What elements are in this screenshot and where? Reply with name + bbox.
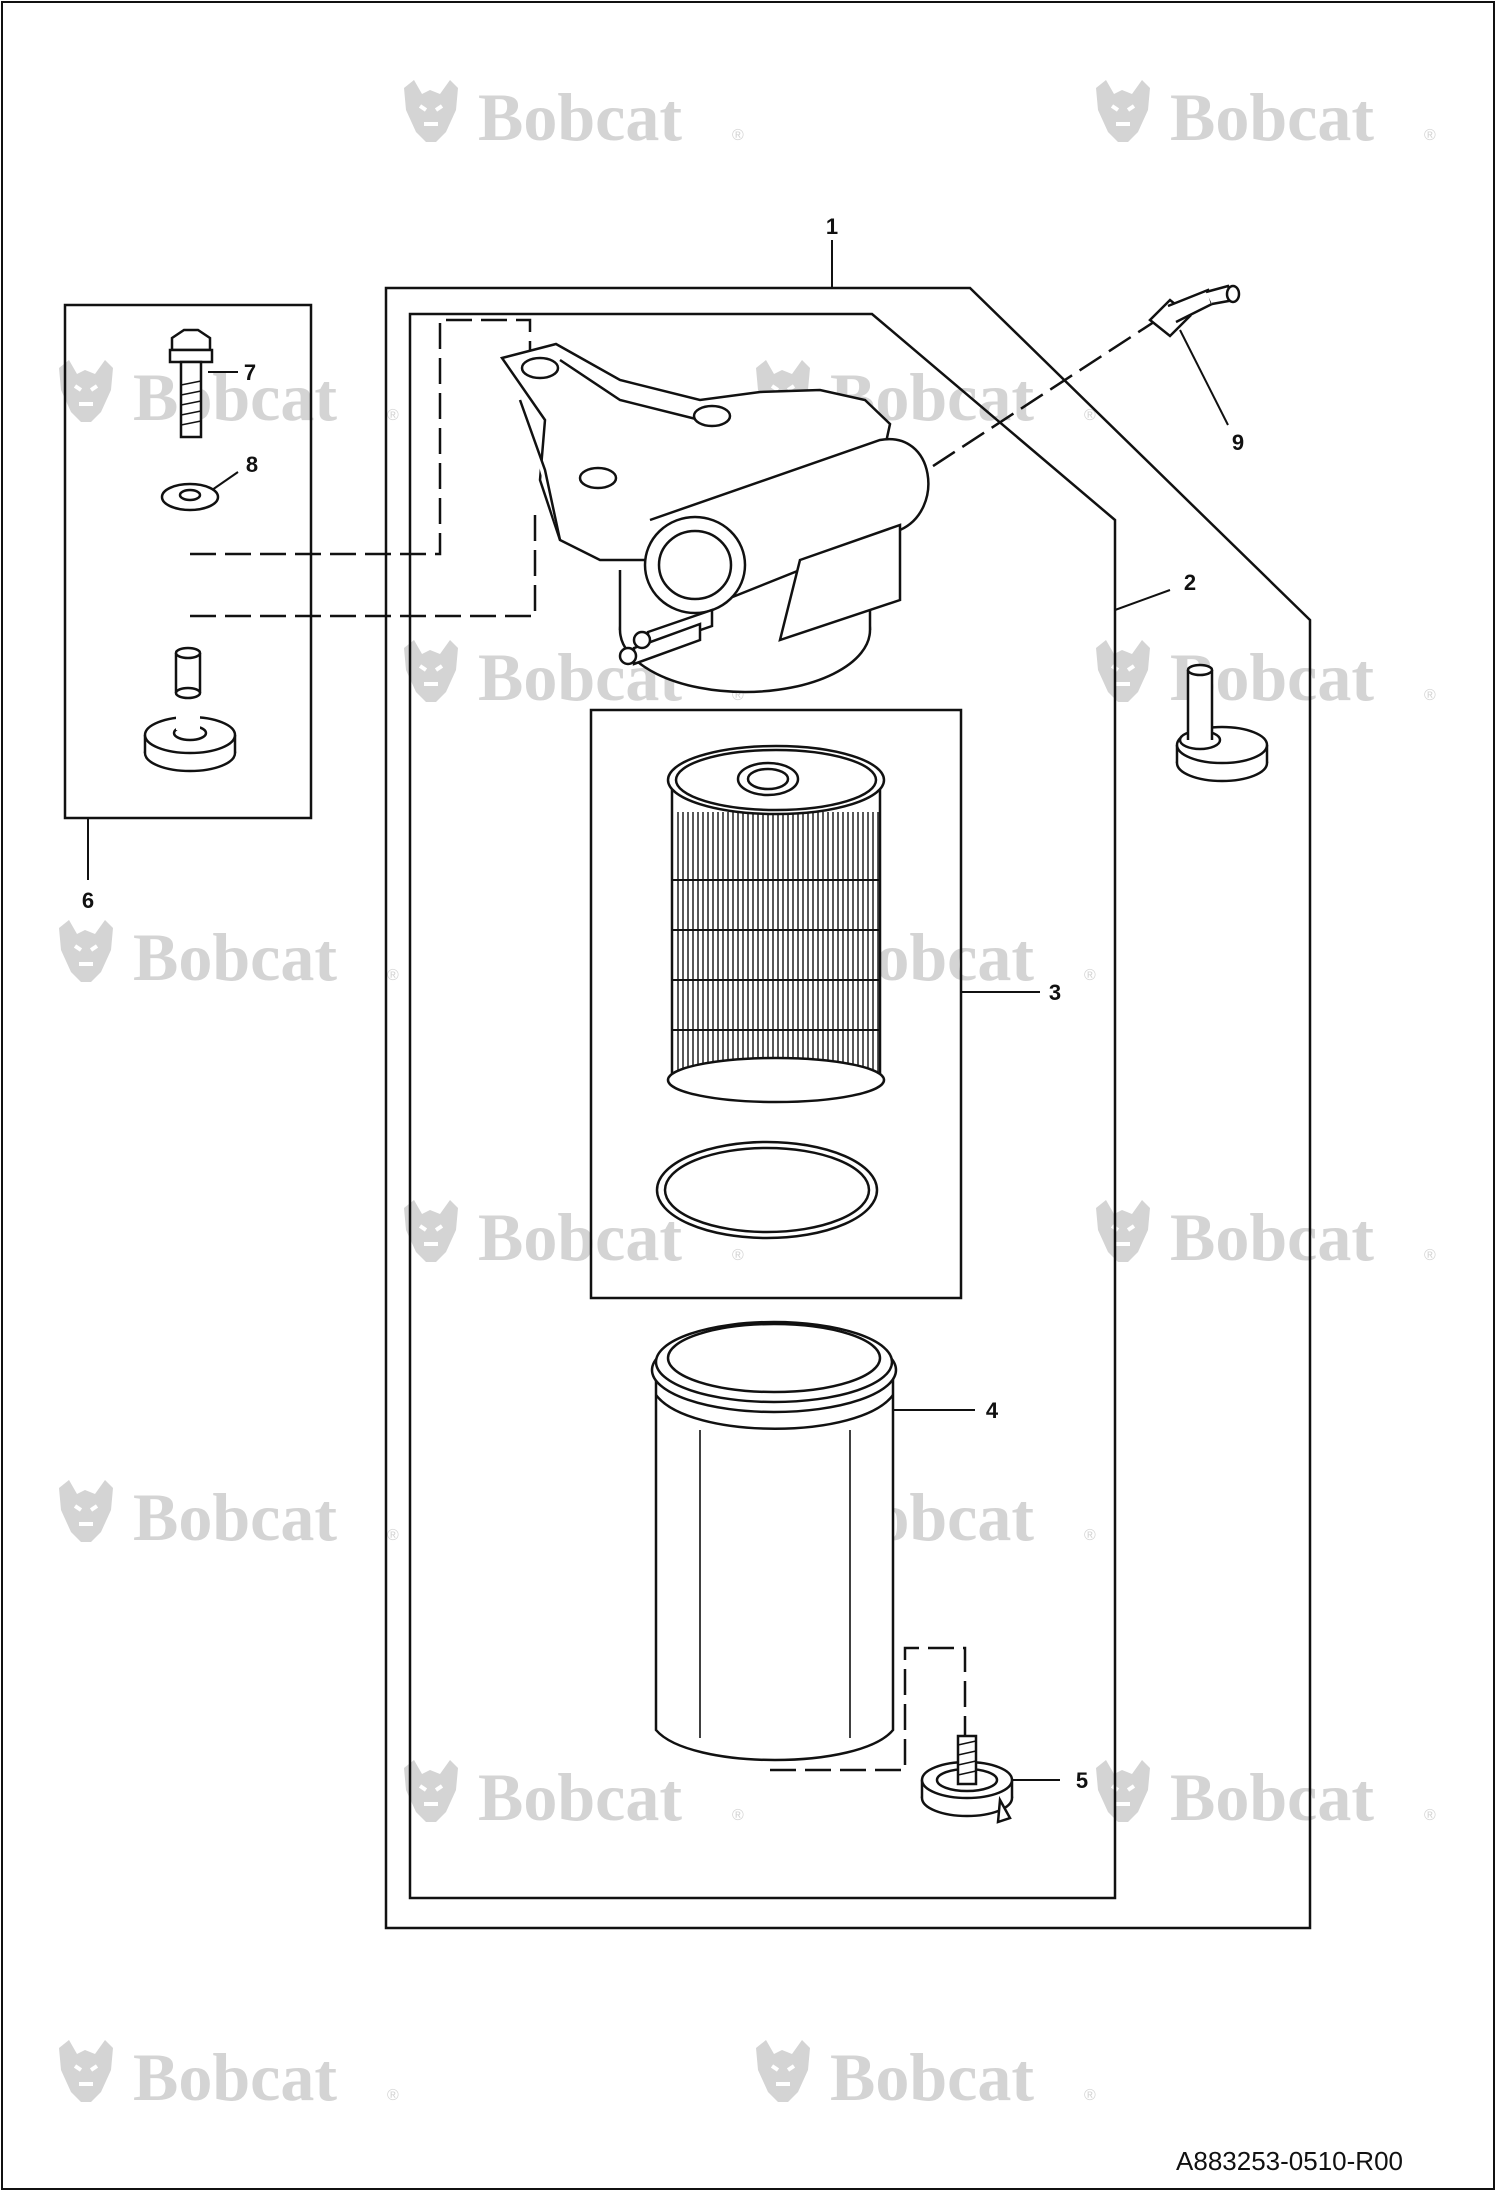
svg-text:®: ®: [1084, 2087, 1096, 2104]
bobcat-watermark: Bobcat®: [1094, 638, 1436, 715]
bobcat-watermark: Bobcat ®: [1094, 78, 1436, 155]
svg-text:Bobcat: Bobcat: [133, 2039, 337, 2115]
bobcat-watermark: Bobcat ®: [57, 918, 399, 995]
filter-element-box-3: [589, 708, 963, 1300]
svg-text:®: ®: [732, 127, 744, 144]
bobcat-watermark: Bobcat ®: [754, 2038, 1096, 2115]
sleeve-kit-2: [1175, 663, 1269, 783]
filter-bowl: [650, 1320, 898, 1762]
callout-7: 7: [244, 360, 256, 385]
callout-6: 6: [82, 888, 94, 913]
callout-1: 1: [826, 214, 838, 239]
svg-text:Bobcat: Bobcat: [478, 1759, 682, 1835]
sensor: [1148, 284, 1241, 338]
svg-text:®: ®: [732, 1807, 744, 1824]
svg-text:Bobcat: Bobcat: [133, 1479, 337, 1555]
svg-text:®: ®: [1424, 687, 1436, 704]
filter-head-housing: [499, 342, 930, 694]
svg-text:Bobcat: Bobcat: [1170, 1759, 1374, 1835]
bobcat-watermark: Bobcat ®: [57, 1478, 399, 1555]
bobcat-watermark: Bobcat ®: [402, 1758, 744, 1835]
drain-plug: [920, 1734, 1014, 1824]
svg-text:®: ®: [387, 967, 399, 984]
kit-boundary-1: [384, 286, 1312, 1930]
svg-text:Bobcat: Bobcat: [1170, 1199, 1374, 1275]
svg-text:®: ®: [1424, 1247, 1436, 1264]
svg-text:®: ®: [1084, 1527, 1096, 1544]
svg-text:®: ®: [1084, 967, 1096, 984]
assembly-lines: [190, 316, 1161, 1772]
svg-text:®: ®: [1424, 1807, 1436, 1824]
sleeve-kit-6: [143, 646, 237, 773]
svg-text:®: ®: [1084, 407, 1096, 424]
svg-text:Bobcat: Bobcat: [1170, 79, 1374, 155]
bobcat-watermark: Bobcat ®: [1094, 1758, 1436, 1835]
callout-9: 9: [1232, 430, 1244, 455]
watermark-layer: Bobcat ® Bobcat ® Bobcat ® Bobcat ® Bobcat ® Bobca…: [57, 78, 1436, 2115]
bobcat-watermark: Bobcat®: [402, 638, 744, 715]
callout-8: 8: [246, 452, 258, 477]
svg-text:Bobcat: Bobcat: [830, 2039, 1034, 2115]
bobcat-watermark: Bobcat ®: [402, 78, 744, 155]
svg-text:®: ®: [1424, 127, 1436, 144]
filter-element: [666, 744, 886, 1104]
svg-text:®: ®: [387, 407, 399, 424]
callout-2: 2: [1184, 570, 1196, 595]
svg-text:®: ®: [732, 1247, 744, 1264]
callout-4: 4: [986, 1398, 999, 1423]
hardware-kit-box-6: [63, 303, 313, 820]
seal-ring: [655, 1140, 879, 1240]
bobcat-watermark: Bobcat ®: [402, 1198, 744, 1275]
bolt: [168, 328, 214, 439]
svg-text:Bobcat: Bobcat: [478, 1199, 682, 1275]
callout-5: 5: [1076, 1768, 1088, 1793]
svg-text:®: ®: [387, 2087, 399, 2104]
svg-text:Bobcat: Bobcat: [133, 919, 337, 995]
callout-3: 3: [1049, 980, 1061, 1005]
svg-text:®: ®: [387, 1527, 399, 1544]
leader-lines: [87, 240, 1229, 1781]
bobcat-watermark: Bobcat ®: [57, 2038, 399, 2115]
drawing-number: A883253-0510-R00: [1176, 2146, 1403, 2176]
svg-text:Bobcat: Bobcat: [133, 359, 337, 435]
svg-text:Bobcat: Bobcat: [478, 79, 682, 155]
washer: [160, 482, 220, 512]
kit-boundary-2: [408, 312, 1117, 1900]
bobcat-watermark: Bobcat ®: [57, 358, 399, 435]
bobcat-watermark: Bobcat ®: [1094, 1198, 1436, 1275]
